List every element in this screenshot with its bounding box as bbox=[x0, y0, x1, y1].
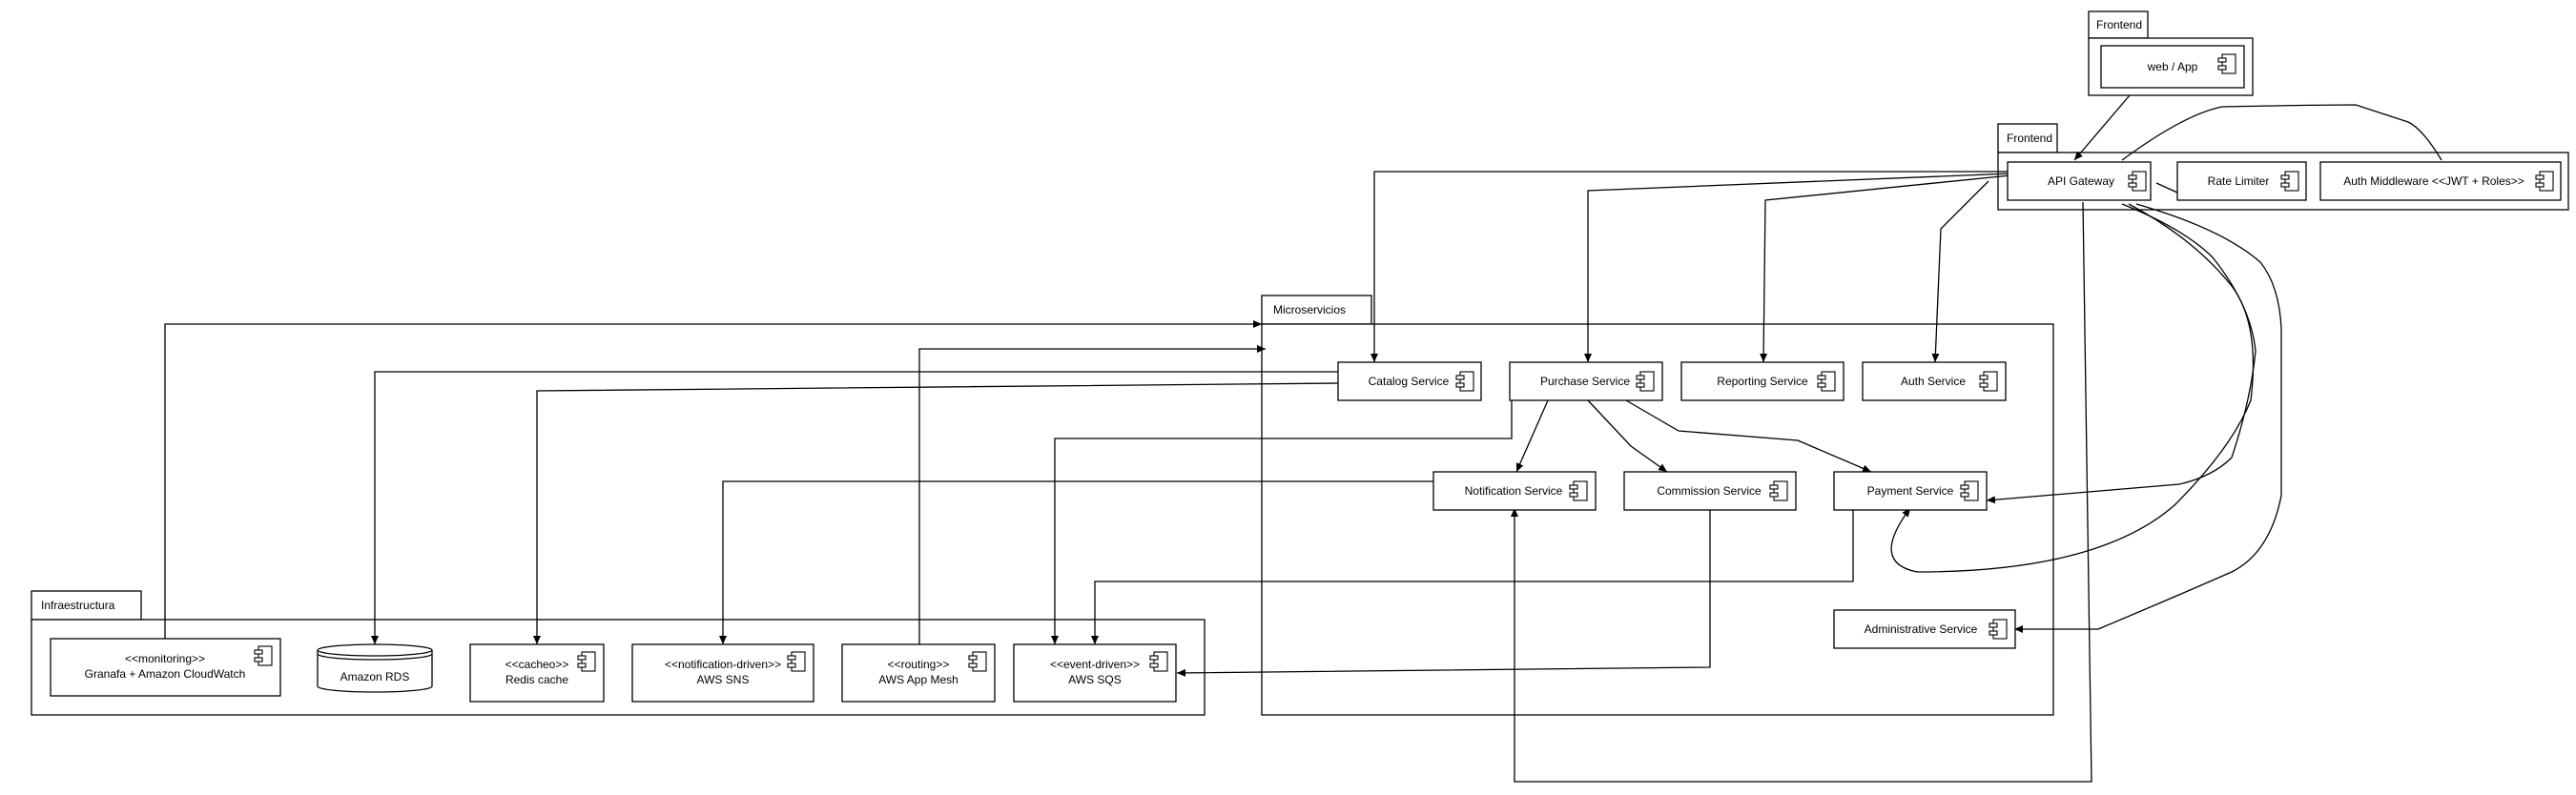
component-label: Catalog Service bbox=[1369, 375, 1450, 388]
component-auth-service[interactable]: Auth Service bbox=[1862, 361, 2007, 401]
uml-component-icon bbox=[254, 645, 273, 666]
edge-purchase-to-commission bbox=[1587, 399, 1668, 473]
uml-component-icon bbox=[787, 651, 806, 672]
edge-purchase-to-payment bbox=[1625, 399, 1872, 473]
edge-gateway-to-ratelimiter bbox=[2155, 182, 2178, 194]
edge-payment-to-sqs bbox=[1091, 508, 1854, 644]
edge-gateway-to-payment bbox=[1986, 203, 2257, 504]
uml-component-icon bbox=[2217, 53, 2236, 74]
edge-commission-to-sqs bbox=[1176, 508, 1711, 677]
edge-notification-to-sns bbox=[719, 480, 1433, 644]
uml-component-icon bbox=[577, 651, 596, 672]
component-label: Payment Service bbox=[1867, 484, 1954, 498]
component-label: Auth Service bbox=[1901, 375, 1966, 388]
component-label: Reporting Service bbox=[1717, 375, 1808, 388]
package-infraestructura: Infraestructura bbox=[31, 590, 1206, 716]
component-rate-limiter[interactable]: Rate Limiter bbox=[2176, 161, 2307, 201]
component-label: Notification Service bbox=[1465, 484, 1563, 498]
component-stereotype: <<notification-driven>> bbox=[665, 658, 781, 671]
uml-component-icon bbox=[968, 651, 987, 672]
component-auth-middleware[interactable]: Auth Middleware <<JWT + Roles>> bbox=[2319, 161, 2562, 201]
component-aws-app-mesh[interactable]: <<routing>> AWS App Mesh bbox=[841, 643, 996, 703]
component-commission-service[interactable]: Commission Service bbox=[1623, 471, 1797, 511]
uml-component-icon bbox=[2535, 171, 2554, 192]
package-label: Frontend bbox=[2096, 18, 2142, 31]
component-stereotype: <<routing>> bbox=[888, 658, 950, 671]
edge-purchase-to-notification bbox=[1515, 399, 1549, 473]
component-amazon-rds[interactable]: Amazon RDS bbox=[317, 643, 433, 693]
database-cylinder-icon bbox=[317, 643, 433, 693]
edge-catalog-to-redis bbox=[533, 382, 1339, 644]
component-stereotype: <<monitoring>> bbox=[125, 652, 205, 665]
component-stereotype: <<event-driven>> bbox=[1050, 658, 1140, 671]
package-label: Frontend bbox=[2007, 132, 2052, 145]
component-label: Rate Limiter bbox=[2208, 174, 2270, 188]
uml-component-icon bbox=[1769, 480, 1788, 501]
uml-component-icon bbox=[1149, 651, 1168, 672]
component-label: AWS SNS bbox=[697, 673, 750, 686]
edge-purchase-to-sqs bbox=[1051, 400, 1513, 644]
component-catalog-service[interactable]: Catalog Service bbox=[1337, 361, 1482, 401]
uml-component-icon bbox=[2280, 171, 2299, 192]
edge-gateway-to-catalog bbox=[1370, 171, 2010, 362]
component-label: Commission Service bbox=[1657, 484, 1762, 498]
component-purchase-service[interactable]: Purchase Service bbox=[1509, 361, 1663, 401]
uml-component-icon bbox=[1979, 371, 1998, 392]
component-label: AWS App Mesh bbox=[878, 673, 958, 686]
edge-auth-middleware-to-gateway bbox=[2121, 104, 2442, 161]
package-label: Microservicios bbox=[1273, 303, 1346, 316]
component-label: Auth Middleware <<JWT + Roles>> bbox=[2343, 174, 2524, 188]
component-api-gateway[interactable]: API Gateway bbox=[2007, 161, 2152, 201]
edge-gateway-to-payment-bottom bbox=[1890, 203, 2255, 573]
component-aws-sns[interactable]: <<notification-driven>> AWS SNS bbox=[631, 643, 814, 703]
component-redis-cache[interactable]: <<cacheo>> Redis cache bbox=[469, 643, 605, 703]
package-label: Infraestructura bbox=[41, 599, 115, 612]
component-notification-service[interactable]: Notification Service bbox=[1432, 471, 1597, 511]
component-label: API Gateway bbox=[2048, 174, 2114, 188]
edge-gateway-to-purchase bbox=[1584, 173, 2011, 362]
edge-webapp-to-gateway bbox=[2073, 94, 2131, 161]
component-payment-service[interactable]: Payment Service bbox=[1833, 471, 1988, 511]
component-monitoring[interactable]: <<monitoring>> Granafa + Amazon CloudWat… bbox=[50, 638, 281, 697]
uml-component-icon bbox=[1569, 480, 1588, 501]
connectors bbox=[164, 94, 2442, 783]
uml-component-icon bbox=[2128, 171, 2147, 192]
component-web-app[interactable]: web / App bbox=[2100, 45, 2245, 89]
edge-appmesh-to-microservicios bbox=[918, 345, 1266, 644]
component-aws-sqs[interactable]: <<event-driven>> AWS SQS bbox=[1013, 643, 1177, 703]
edge-gateway-to-administrative bbox=[2014, 203, 2282, 633]
uml-component-icon bbox=[1636, 371, 1655, 392]
component-label: Granafa + Amazon CloudWatch bbox=[85, 667, 246, 681]
uml-component-icon bbox=[1455, 371, 1474, 392]
uml-component-icon bbox=[1960, 480, 1979, 501]
component-label: AWS SQS bbox=[1068, 673, 1122, 686]
edge-monitoring-to-microservicios bbox=[164, 320, 1262, 639]
component-label: Purchase Service bbox=[1540, 375, 1630, 388]
component-label: Amazon RDS bbox=[340, 670, 410, 683]
component-reporting-service[interactable]: Reporting Service bbox=[1680, 361, 1844, 401]
uml-component-icon bbox=[1817, 371, 1836, 392]
component-label: Redis cache bbox=[505, 673, 568, 686]
edge-catalog-to-rds bbox=[371, 371, 1338, 644]
edge-gateway-to-auth bbox=[1931, 180, 1989, 363]
component-stereotype: <<cacheo>> bbox=[505, 658, 569, 671]
component-administrative-service[interactable]: Administrative Service bbox=[1833, 609, 2016, 649]
edge-gateway-to-notification bbox=[1511, 201, 2092, 783]
component-label: web / App bbox=[2147, 60, 2198, 73]
edge-gateway-to-reporting bbox=[1760, 174, 2011, 363]
uml-component-icon bbox=[1989, 619, 2008, 640]
component-label: Administrative Service bbox=[1865, 622, 1978, 636]
